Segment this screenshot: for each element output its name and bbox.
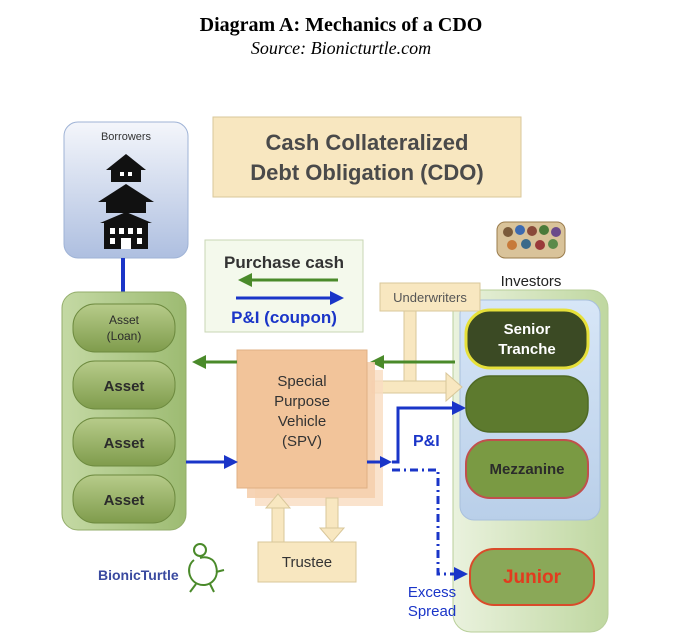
pi-arrow-spv-to-tranches bbox=[367, 401, 466, 468]
diagram-title-line2: Debt Obligation (CDO) bbox=[250, 160, 483, 185]
borrowers-box: Borrowers bbox=[63, 121, 189, 259]
excess-spread-arrow bbox=[392, 468, 468, 581]
trustee-box: Trustee bbox=[257, 541, 357, 583]
excess-spread-line1: Excess bbox=[408, 584, 456, 601]
caption-title: Diagram A: Mechanics of a CDO bbox=[199, 14, 483, 36]
mezzanine-tranche: Mezzanine bbox=[465, 439, 589, 499]
legend-pi-coupon: P&I (coupon) bbox=[231, 308, 337, 327]
asset-pool: Asset (Loan) Asset Asset Asset bbox=[61, 291, 187, 531]
spv-line1: Special bbox=[277, 373, 326, 390]
senior-tranche-line1: Senior bbox=[504, 321, 551, 338]
trustee-arrows bbox=[264, 493, 346, 543]
spv-line4: (SPV) bbox=[282, 433, 322, 450]
mezzanine-label: Mezzanine bbox=[489, 461, 564, 478]
asset-item: Asset bbox=[72, 417, 176, 467]
junior-label: Junior bbox=[503, 567, 562, 588]
pi-arrow-assets-to-spv bbox=[186, 455, 238, 469]
spv-box: Special Purpose Vehicle (SPV) bbox=[236, 349, 383, 506]
turtle-icon bbox=[188, 543, 225, 593]
senior-tranche-line2: Tranche bbox=[498, 341, 556, 358]
spv-line2: Purpose bbox=[274, 393, 330, 410]
diagram-title-box: Cash Collateralized Debt Obligation (CDO… bbox=[212, 116, 522, 198]
logo-text: BionicTurtle bbox=[98, 567, 179, 583]
asset-loan-line2: (Loan) bbox=[107, 329, 142, 343]
legend-purchase-cash: Purchase cash bbox=[224, 253, 344, 272]
asset-label: Asset bbox=[104, 492, 145, 509]
senior-tranche: Senior Tranche bbox=[464, 308, 590, 370]
asset-item: Asset bbox=[72, 474, 176, 524]
asset-item: Asset bbox=[72, 360, 176, 410]
middle-tranche bbox=[465, 375, 589, 433]
caption-source: Source: Bionicturtle.com bbox=[250, 38, 432, 58]
excess-spread-line2: Spread bbox=[408, 603, 456, 620]
purchase-cash-arrow-assets bbox=[192, 355, 237, 369]
asset-loan-line1: Asset bbox=[109, 313, 140, 327]
underwriters-arrow bbox=[371, 310, 463, 403]
diagram-title-line1: Cash Collateralized bbox=[266, 130, 469, 155]
underwriters-box: Underwriters bbox=[379, 282, 481, 312]
building-icon bbox=[100, 212, 152, 249]
legend-blue-arrow bbox=[236, 291, 344, 305]
asset-loan: Asset (Loan) bbox=[72, 303, 176, 353]
asset-label: Asset bbox=[104, 435, 145, 452]
spv-line3: Vehicle bbox=[278, 413, 326, 430]
borrowers-label: Borrowers bbox=[101, 131, 152, 143]
investors-label: Investors bbox=[501, 273, 562, 290]
pi-label: P&I bbox=[413, 433, 440, 450]
investors-crowd-icon bbox=[496, 221, 566, 259]
legend-green-arrow bbox=[238, 273, 338, 287]
asset-label: Asset bbox=[104, 378, 145, 395]
legend-box: Purchase cash P&I (coupon) bbox=[204, 239, 364, 333]
bionic-turtle-logo: BionicTurtle bbox=[98, 543, 225, 593]
trustee-label: Trustee bbox=[282, 554, 332, 571]
house-icon bbox=[106, 154, 146, 182]
house-icon bbox=[98, 184, 154, 213]
junior-tranche: Junior bbox=[469, 548, 595, 606]
underwriters-label: Underwriters bbox=[393, 290, 467, 305]
purchase-cash-arrow-investors bbox=[370, 355, 455, 369]
